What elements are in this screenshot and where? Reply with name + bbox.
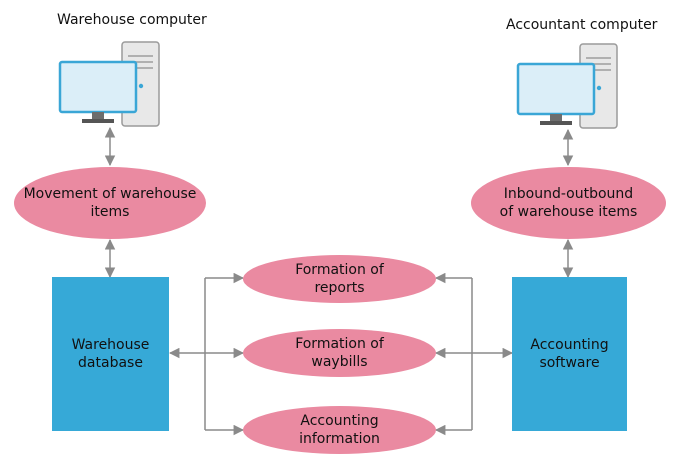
formation-of-waybills-node: Formation of waybills <box>243 329 436 377</box>
warehouse-computer-label: Warehouse computer <box>57 12 207 28</box>
warehouse-database-node: Warehouse database <box>52 277 169 431</box>
formation-of-reports-node: Formation of reports <box>243 255 436 303</box>
movement-of-warehouse-items-node: Movement of warehouse items <box>14 167 206 239</box>
accountant-computer-icon <box>516 43 618 129</box>
accounting-information-node: Accounting information <box>243 406 436 454</box>
accounting-software-node: Accounting software <box>512 277 627 431</box>
warehouse-computer-icon <box>58 41 160 127</box>
inbound-outbound-node: Inbound-outbound of warehouse items <box>471 167 666 239</box>
accountant-computer-label: Accountant computer <box>506 17 658 33</box>
